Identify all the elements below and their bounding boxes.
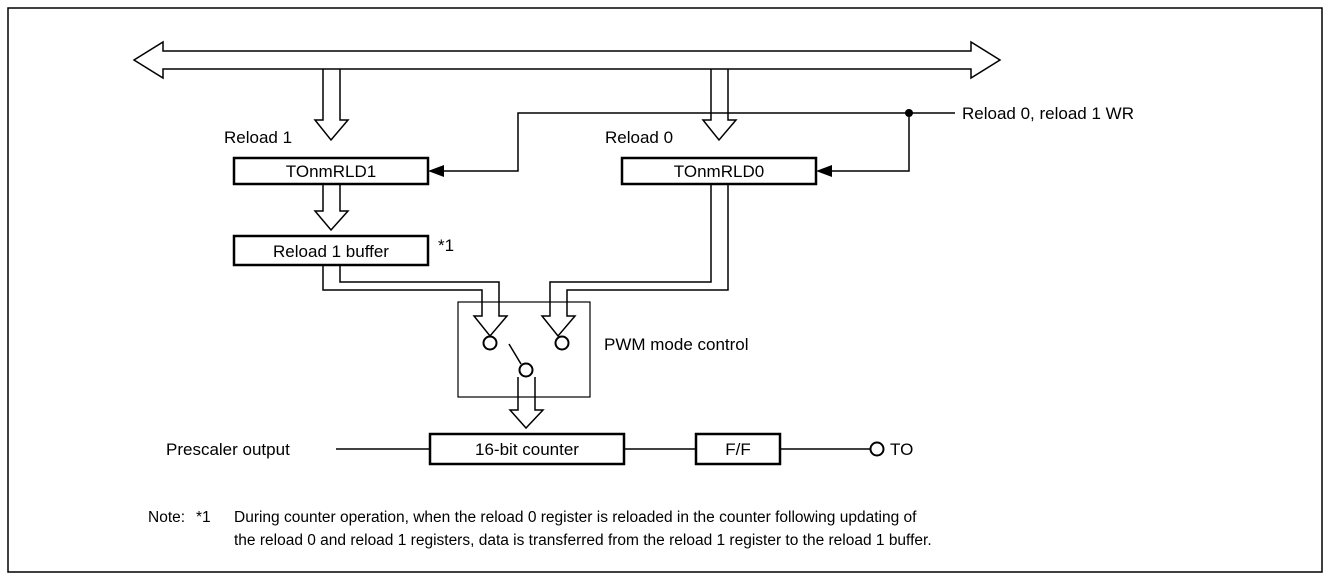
pwm-mode-control-label: PWM mode control bbox=[604, 335, 749, 354]
bus-to-rld1 bbox=[313, 69, 350, 142]
register-tonmrld0-label: TOnmRLD0 bbox=[674, 162, 764, 181]
internal-bus bbox=[132, 40, 1002, 80]
pwm-mode-control-box bbox=[457, 301, 591, 398]
reload0-label: Reload 0 bbox=[605, 128, 673, 147]
flipflop-box bbox=[694, 432, 782, 466]
prescaler-output-label: Prescaler output bbox=[166, 440, 290, 459]
pwm-to-counter bbox=[508, 377, 545, 430]
wr-arrowhead-rld1 bbox=[428, 165, 444, 177]
diagram-frame bbox=[7, 7, 1323, 573]
selector-switch-lever bbox=[508, 343, 522, 365]
wr-arrowhead-rld0 bbox=[816, 165, 832, 177]
to-output-label: TO bbox=[890, 440, 913, 459]
flipflop-label: F/F bbox=[725, 440, 751, 459]
counter-16bit-label: 16-bit counter bbox=[475, 440, 579, 459]
wr-signal bbox=[440, 112, 955, 172]
selector-contact-reload0 bbox=[554, 335, 570, 351]
bus-to-rld0 bbox=[701, 69, 738, 142]
note-mark: *1 bbox=[196, 509, 211, 526]
register-tonmrld1-label: TOnmRLD1 bbox=[286, 162, 376, 181]
note-line-2: the reload 0 and reload 1 registers, dat… bbox=[234, 532, 932, 549]
footnote-mark: *1 bbox=[438, 236, 454, 255]
buffer-to-pwm bbox=[322, 265, 509, 338]
to-output-terminal bbox=[869, 441, 885, 457]
register-tonmrld1 bbox=[232, 156, 430, 186]
note-prefix: Note: bbox=[148, 509, 185, 526]
note-line-1: During counter operation, when the reloa… bbox=[234, 509, 917, 526]
selector-common-contact bbox=[518, 362, 534, 378]
counter-16bit-box bbox=[428, 432, 626, 466]
register-tonmrld0 bbox=[620, 156, 818, 186]
reload1-label: Reload 1 bbox=[224, 128, 292, 147]
reload1-buffer-label: Reload 1 buffer bbox=[273, 242, 389, 261]
reload1-buffer-box bbox=[232, 234, 430, 267]
wr-label: Reload 0, reload 1 WR bbox=[962, 104, 1134, 123]
rld1-to-buffer bbox=[313, 184, 350, 232]
selector-contact-reload1 bbox=[482, 335, 498, 351]
rld0-to-pwm bbox=[540, 184, 729, 338]
wr-junction-dot bbox=[905, 109, 913, 117]
